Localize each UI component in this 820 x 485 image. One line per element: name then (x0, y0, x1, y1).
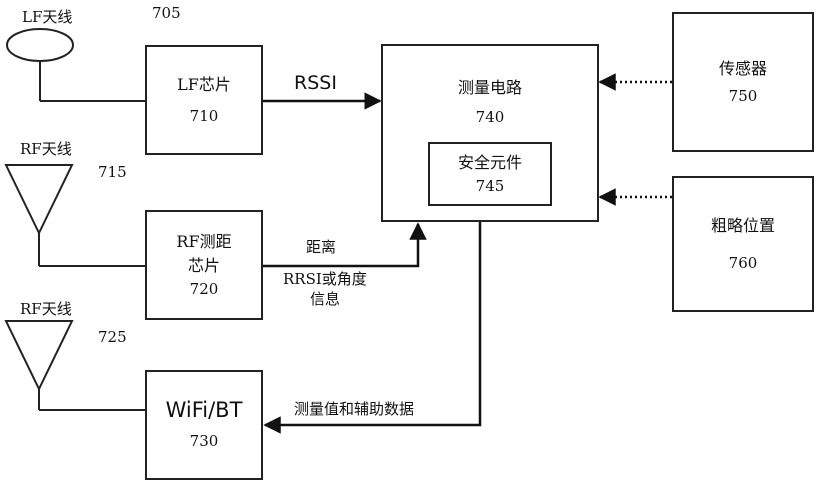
measure-aux-edge-label: 测量值和辅助数据 (294, 400, 415, 418)
measurement-ref: 740 (475, 108, 505, 126)
measurement-title: 测量电路 (457, 78, 522, 97)
secure-element-ref: 745 (475, 177, 505, 195)
distance-edge-label: 距离 (306, 238, 337, 256)
lf-antenna-icon (6, 28, 145, 102)
wifi-bt-block: WiFi/BT 730 (145, 370, 263, 480)
wifi-bt-title: WiFi/BT (165, 398, 243, 422)
sensor-title: 传感器 (718, 59, 767, 78)
lf-antenna-ref: 705 (152, 4, 181, 22)
rf-antenna-1-icon (4, 164, 145, 267)
rf-chip-title-line1: RF测距 (176, 232, 232, 251)
rf-antenna-2-ref: 725 (98, 328, 127, 346)
measure-aux-arrow (263, 222, 482, 434)
sensor-block: 传感器 750 (672, 12, 814, 152)
rf-antenna-1-ref: 715 (98, 163, 127, 181)
rf-antenna-2-icon (4, 320, 145, 411)
secure-element-title: 安全元件 (457, 153, 522, 172)
rf-antenna-1-label: RF天线 (20, 140, 72, 158)
secure-element-block: 安全元件 745 (428, 142, 552, 206)
rf-chip-ref: 720 (189, 280, 219, 298)
sensor-ref: 750 (728, 87, 758, 105)
rf-chip-title-line2: 芯片 (187, 256, 220, 275)
lf-chip-block: LF芯片 710 (145, 45, 263, 155)
coarse-location-block: 粗略位置 760 (672, 176, 814, 312)
lf-antenna-label: LF天线 (22, 8, 73, 26)
rssi-angle-edge-label-line2: 信息 (310, 290, 341, 308)
coarse-location-ref: 760 (728, 254, 758, 272)
rf-antenna-2-label: RF天线 (20, 300, 72, 318)
lf-chip-ref: 710 (189, 107, 219, 125)
rf-ranging-chip-block: RF测距 芯片 720 (145, 210, 263, 320)
wifi-bt-ref: 730 (189, 432, 219, 450)
rssi-angle-edge-label-line1: RRSI或角度 (283, 270, 367, 288)
distance-arrow (262, 222, 427, 268)
rssi-edge-label: RSSI (294, 72, 337, 94)
coarse-location-title: 粗略位置 (710, 216, 775, 235)
lf-chip-title: LF芯片 (177, 75, 231, 94)
